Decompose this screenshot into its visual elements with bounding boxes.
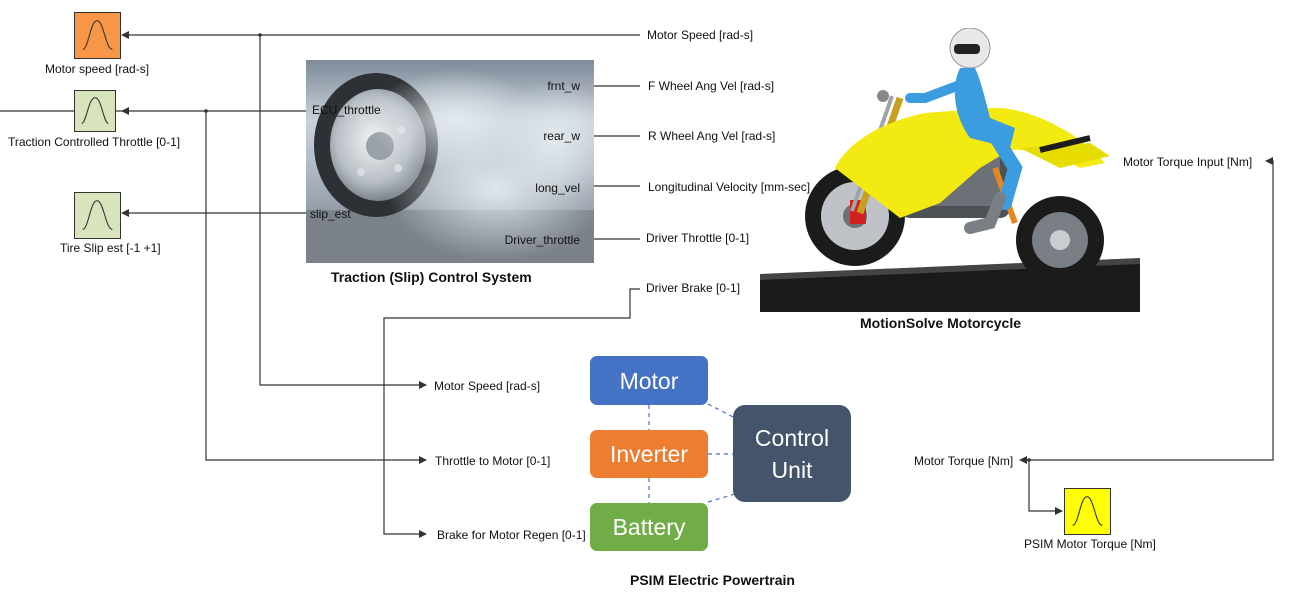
- waveform-icon: [82, 20, 113, 50]
- motorcycle-image: [760, 27, 1140, 312]
- port-ecu-throttle: ECU_throttle: [312, 103, 381, 117]
- signal-r-wheel: R Wheel Ang Vel [rad-s]: [648, 129, 776, 143]
- signal-f-wheel: F Wheel Ang Vel [rad-s]: [648, 79, 775, 93]
- inverter-block[interactable]: Inverter: [590, 430, 708, 478]
- scope-tire-slip[interactable]: [74, 192, 121, 239]
- scope-motor-speed[interactable]: [74, 12, 121, 59]
- signal-driver-throttle: Driver Throttle [0-1]: [646, 231, 750, 245]
- port-driver-throttle: Driver_throttle: [504, 233, 580, 247]
- scope-traction-throttle[interactable]: [74, 90, 116, 132]
- motorcycle-block[interactable]: [760, 27, 1142, 312]
- wire-motor-torque-scope: [1028, 460, 1063, 515]
- link-battery-control: [707, 493, 736, 503]
- traction-control-block[interactable]: ECU_throttle slip_est frnt_w rear_w long…: [306, 60, 594, 263]
- signal-brake-regen: Brake for Motor Regen [0-1]: [437, 528, 586, 542]
- signal-motor-torque: Motor Torque [Nm]: [914, 454, 1014, 468]
- port-frnt-w: frnt_w: [547, 79, 580, 93]
- wire-motor-speed-to-psim: [259, 35, 427, 389]
- motorcycle-block-title: MotionSolve Motorcycle: [860, 315, 1022, 331]
- link-motor-control: [707, 403, 736, 419]
- signal-throttle-to-motor: Throttle to Motor [0-1]: [435, 454, 551, 468]
- scope-psim-motor-torque[interactable]: [1064, 488, 1111, 535]
- signal-motor-speed-psim: Motor Speed [rad-s]: [434, 379, 541, 393]
- waveform-icon: [82, 200, 113, 230]
- waveform-icon: [1072, 496, 1103, 526]
- motorcycle-torque-input-label: Motor Torque Input [Nm]: [1123, 155, 1253, 169]
- waveform-icon: [81, 97, 109, 124]
- wire-throttle-to-motor: [205, 111, 427, 464]
- tire-smoke-image: [306, 70, 594, 263]
- port-long-vel: long_vel: [535, 181, 580, 195]
- scope-tire-slip-label: Tire Slip est [-1 +1]: [60, 241, 161, 255]
- traction-block-title: Traction (Slip) Control System: [331, 269, 532, 285]
- wire-motor-torque-feedback: [1022, 157, 1274, 461]
- wire-driver-brake: [383, 288, 640, 538]
- port-rear-w: rear_w: [543, 129, 580, 143]
- control-unit-block[interactable]: Control Unit: [733, 405, 851, 502]
- scope-motor-speed-label: Motor speed [rad-s]: [45, 62, 150, 76]
- battery-block[interactable]: Battery: [590, 503, 708, 551]
- motor-block[interactable]: Motor: [590, 356, 708, 405]
- powertrain-title: PSIM Electric Powertrain: [630, 572, 795, 588]
- signal-driver-brake: Driver Brake [0-1]: [646, 281, 741, 295]
- signal-motor-speed-top: Motor Speed [rad-s]: [647, 28, 754, 42]
- port-slip-est: slip_est: [310, 207, 351, 221]
- signal-long-vel: Longitudinal Velocity [mm-sec]: [648, 180, 811, 194]
- scope-traction-throttle-label: Traction Controlled Throttle [0-1]: [8, 135, 181, 149]
- scope-psim-motor-torque-label: PSIM Motor Torque [Nm]: [1024, 537, 1156, 551]
